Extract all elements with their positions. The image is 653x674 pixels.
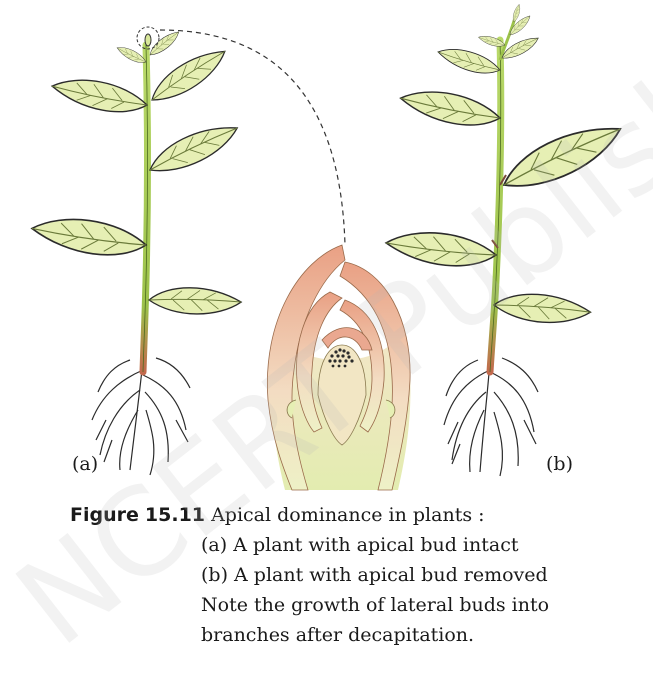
caption-row-1: Figure 15.11 Apical dominance in plants … — [70, 500, 650, 530]
leaf-b-4 — [494, 115, 630, 199]
leaf-a-top — [146, 28, 183, 59]
outer-right-primordium — [339, 261, 411, 491]
label-b: (b) — [546, 453, 573, 475]
caption-figure-word: Figure — [70, 504, 139, 526]
leaf-b-branch-2 — [506, 13, 534, 38]
meristem-cells — [328, 348, 354, 368]
caption-line-b: (b) A plant with apical bud removed — [201, 564, 548, 586]
figure-caption: Figure 15.11 Apical dominance in plants … — [70, 500, 650, 650]
leaf-a-5 — [147, 283, 243, 319]
caption-figure-number: 15.11 — [144, 504, 206, 526]
plant-b — [383, 3, 630, 477]
apical-bud-section — [266, 244, 411, 491]
leaf-b-5 — [383, 223, 499, 275]
leaf-a-3 — [143, 117, 245, 181]
leaf-b-6 — [491, 287, 593, 330]
magnification-connector — [159, 29, 346, 246]
caption-line-a: (a) A plant with apical bud intact — [201, 534, 519, 556]
caption-title: Apical dominance in plants : — [211, 504, 485, 526]
leaf-b-1 — [435, 40, 503, 81]
apical-bud-a — [144, 33, 152, 47]
caption-note-1: Note the growth of lateral buds into — [201, 594, 550, 616]
apical-bud-marker — [136, 26, 160, 50]
apical-dominance-diagram — [28, 3, 630, 491]
plant-a — [28, 26, 245, 476]
leaf-a-4 — [28, 208, 150, 266]
leaf-b-branch-3 — [510, 3, 523, 23]
caption-note-2: branches after decapitation. — [201, 624, 475, 646]
inner-primordium — [321, 327, 373, 351]
middle-left-primordium — [296, 291, 343, 433]
label-a: (a) — [72, 453, 99, 475]
roots-a — [91, 357, 191, 476]
meristem-dome — [317, 344, 367, 446]
leaf-b-3 — [396, 80, 504, 136]
roots-b — [443, 357, 539, 477]
leaf-a-1 — [48, 69, 151, 122]
